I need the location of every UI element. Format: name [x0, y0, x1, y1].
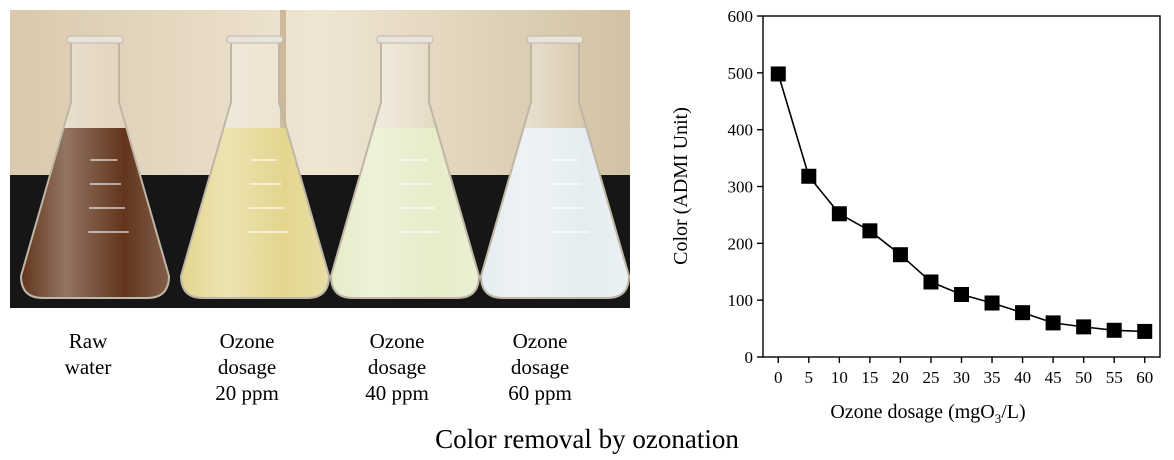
data-point-marker: [862, 223, 878, 239]
flask-label-ozone-20: Ozone dosage 20 ppm: [187, 328, 307, 406]
flask-label-line: dosage: [217, 355, 277, 379]
flask-label-line: 20 ppm: [215, 381, 279, 405]
x-tick-label: 60: [1136, 368, 1153, 387]
x-tick-label: 0: [774, 368, 783, 387]
figure-caption: Color removal by ozonation: [435, 424, 739, 454]
y-tick-label: 400: [728, 121, 754, 140]
x-axis-label-subscript: 3: [995, 411, 1002, 426]
x-tick-label: 35: [984, 368, 1001, 387]
x-axis-label: Ozone dosage (mgO3/L): [830, 401, 1025, 426]
x-tick-label: 25: [922, 368, 939, 387]
flask-label-line: Ozone: [369, 329, 425, 353]
chart-canvas: 0 100 200 300 400 500 600 0 5 10 15 20 25 30 35 40 45 50…: [670, 7, 1161, 426]
data-point-marker: [770, 66, 786, 82]
flask-label-line: water: [64, 355, 112, 379]
flask-ozone-40: [329, 35, 481, 299]
flask-rim: [66, 35, 124, 44]
y-tick-label: 500: [728, 64, 754, 83]
flask-raw-water: [19, 35, 171, 299]
series-markers: [770, 66, 1153, 339]
flask-photo: [10, 10, 630, 308]
flask-label-line: 60 ppm: [508, 381, 572, 405]
x-tick-label: 40: [1014, 368, 1031, 387]
flask-ozone-20: [179, 35, 331, 299]
data-point-marker: [954, 286, 969, 302]
data-point-marker: [1015, 305, 1031, 321]
flask-label-line: 40 ppm: [365, 381, 429, 405]
x-tick-label: 5: [805, 368, 814, 387]
flask-rim: [376, 35, 434, 44]
flask-glass: [179, 39, 331, 299]
flask-glass: [19, 39, 171, 299]
x-tick-label: 20: [892, 368, 909, 387]
y-tick-label: 600: [728, 7, 754, 26]
x-tick-label: 50: [1075, 368, 1092, 387]
data-point-marker: [923, 274, 939, 290]
flask-label-line: dosage: [367, 355, 427, 379]
flask-glass: [329, 39, 481, 299]
data-point-marker: [801, 168, 817, 184]
data-point-marker: [892, 247, 908, 263]
flask-label-ozone-60: Ozone dosage 60 ppm: [480, 328, 600, 406]
flask-label-line: Ozone: [219, 329, 275, 353]
chart-axes: [762, 15, 1161, 358]
color-vs-ozone-chart: 0 100 200 300 400 500 600 0 5 10 15 20 25 30 35 40 45 50…: [660, 0, 1174, 430]
flask-glass: [479, 39, 630, 299]
y-axis-label: Color (ADMI Unit): [670, 107, 692, 265]
data-point-marker: [984, 295, 1000, 311]
plot-frame: [762, 15, 1161, 358]
flask-photo-drawing: [10, 10, 630, 308]
x-tick-label: 30: [953, 368, 970, 387]
x-tick-label: 15: [861, 368, 878, 387]
x-tick-label: 55: [1106, 368, 1123, 387]
x-tick-label: 45: [1045, 368, 1062, 387]
flask-ozone-60: [479, 35, 630, 299]
flask-label-line: Ozone: [512, 329, 568, 353]
data-point-marker: [1106, 322, 1122, 338]
flask-label-line: dosage: [510, 355, 570, 379]
y-tick-label: 0: [745, 348, 754, 367]
data-point-marker: [1045, 315, 1061, 331]
y-axis-ticks: 0 100 200 300 400 500 600: [728, 7, 763, 367]
data-point-marker: [831, 206, 847, 222]
x-tick-label: 10: [831, 368, 848, 387]
flask-rim: [526, 35, 584, 44]
flask-group: [19, 35, 630, 299]
y-tick-label: 300: [728, 178, 754, 197]
x-axis-ticks: 0 5 10 15 20 25 30 35 40 45 50 55 60: [774, 357, 1153, 387]
data-point-marker: [1076, 319, 1092, 335]
flask-label-ozone-40: Ozone dosage 40 ppm: [337, 328, 457, 406]
data-point-marker: [1137, 323, 1153, 339]
flask-label-raw-water: Raw water: [28, 328, 148, 380]
y-tick-label: 200: [728, 234, 754, 253]
x-axis-label-tail: /L): [1001, 401, 1025, 423]
flask-rim: [226, 35, 284, 44]
y-tick-label: 100: [728, 291, 754, 310]
flask-label-line: Raw: [68, 329, 108, 353]
door-frame: [280, 10, 286, 180]
x-axis-label-main: Ozone dosage (mgO: [830, 401, 994, 423]
